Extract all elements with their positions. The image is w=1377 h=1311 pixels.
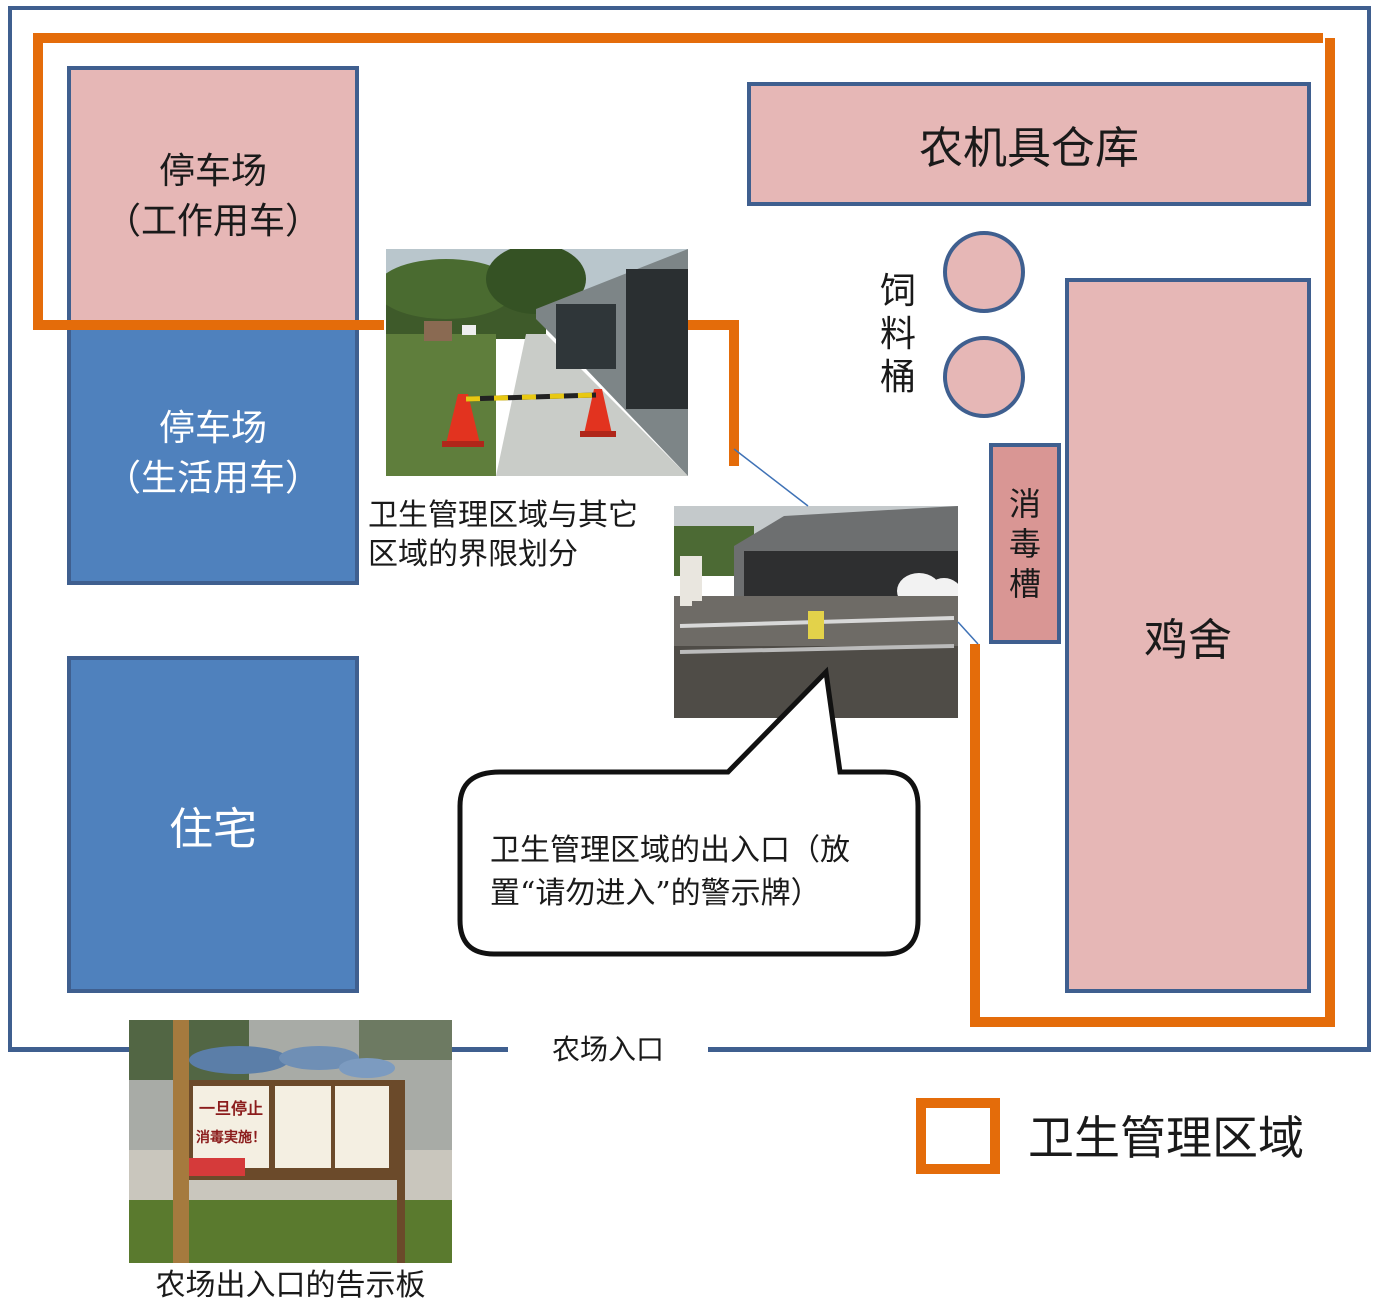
parking-private-vehicles: 停车场 （生活用车）: [67, 323, 359, 585]
farm-equipment-warehouse: 农机具仓库: [747, 82, 1311, 206]
feed-bucket-1: [943, 231, 1025, 313]
parking-work-vehicles: 停车场 （工作用车）: [67, 66, 359, 328]
residence: 住宅: [67, 656, 359, 993]
farm-entrance-label: 农场入口: [551, 1033, 664, 1066]
legend-swatch-sanitary-zone: [916, 1098, 1000, 1174]
henhouse: 鸡舍: [1065, 278, 1311, 993]
legend-label: 卫生管理区域: [1028, 1111, 1304, 1165]
boundary-photo: [386, 249, 688, 476]
feed-bucket-2: [943, 336, 1025, 418]
farm-boundary: [8, 6, 1371, 1052]
entrance-photo: [674, 506, 958, 718]
boundary-photo-caption: 卫生管理区域与其它 区域的界限划分: [368, 498, 638, 572]
sign-board-photo: 一旦停止 消毒実施！: [129, 1020, 452, 1263]
farm-boundary-bottom-right: [708, 1047, 1371, 1052]
sign-text-line1: 一旦停止: [199, 1099, 263, 1118]
sign-text-line2: 消毒実施！: [196, 1129, 266, 1146]
disinfection-tank: 消 毒 槽: [989, 443, 1061, 644]
feed-bucket-label: 饲 料 桶: [879, 271, 916, 399]
sign-board-caption: 农场出入口的告示板: [155, 1268, 426, 1303]
entrance-callout-text: 卫生管理区域的出入口（放置“请勿进入”的警示牌）: [490, 833, 850, 911]
